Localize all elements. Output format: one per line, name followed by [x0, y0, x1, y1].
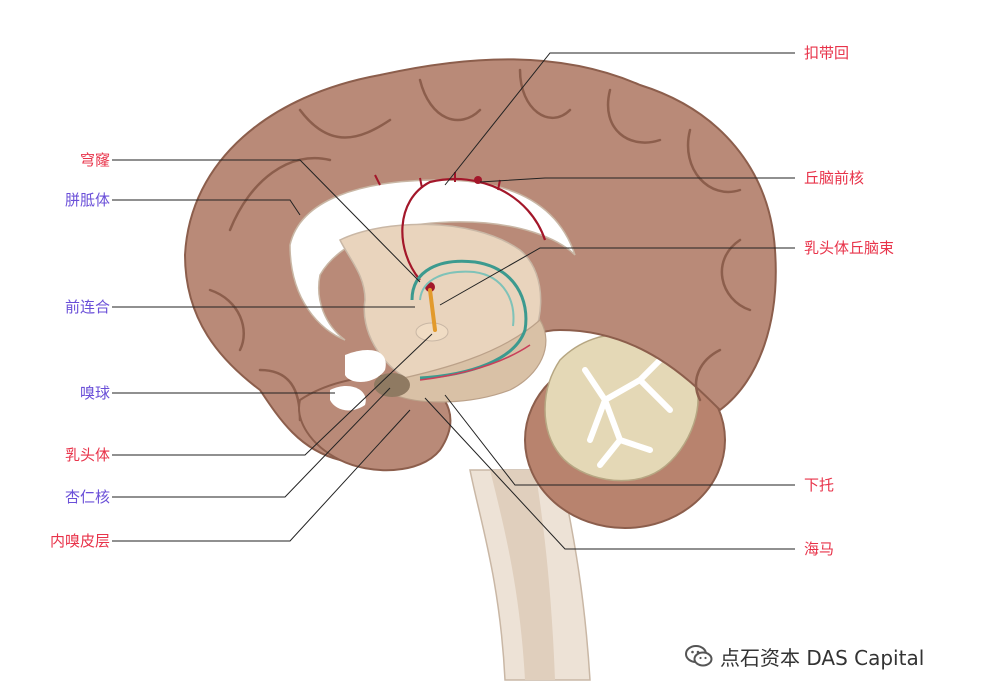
- leader-lines: [112, 52, 795, 550]
- label-amygdala: 杏仁核: [64, 488, 110, 506]
- label-mammillothalamic-tract: 乳头体丘脑束: [804, 239, 895, 257]
- label-subiculum: 下托: [804, 476, 835, 494]
- wechat-icon: [685, 645, 713, 667]
- label-cingulate-gyrus: 扣带回: [804, 44, 850, 62]
- leader-fornix: [112, 159, 421, 283]
- label-anterior-commissure: 前连合: [64, 298, 110, 316]
- watermark-text: 点石资本 DAS Capital: [720, 645, 925, 670]
- label-olfactory-bulb: 嗅球: [79, 384, 110, 402]
- mammillothalamic-tract: [428, 288, 437, 332]
- arbor-vitae-branches: [582, 357, 673, 468]
- watermark: 点石资本 DAS Capital: [684, 641, 924, 671]
- ventricle-space: [345, 350, 386, 382]
- brain-stem-inner: [490, 470, 555, 680]
- amygdala-shape: [374, 373, 410, 397]
- mammillary-shape: [415, 322, 449, 342]
- leader-mammillary: [112, 333, 433, 456]
- red-ticks: [374, 172, 501, 191]
- hippocampal-output: [419, 344, 531, 381]
- leader-anterior-thalamic: [479, 177, 795, 183]
- label-corpus-callosum: 胼胝体: [64, 191, 110, 209]
- leader-hippocampus: [424, 397, 795, 550]
- leader-mammillothalamic: [439, 247, 795, 306]
- fornix-pathway: [410, 259, 528, 380]
- label-fornix: 穹窿: [79, 151, 110, 169]
- leader-entorhinal: [112, 409, 411, 542]
- leader-cingulate: [444, 52, 795, 186]
- cingulum-pathway: [401, 177, 547, 281]
- fornix-inner: [419, 270, 515, 327]
- label-hippocampus: 海马: [804, 540, 835, 558]
- leader-amygdala: [112, 387, 391, 498]
- leader-subiculum: [444, 394, 795, 486]
- gyri-lines: [208, 68, 752, 422]
- label-anterior-thalamic-nucleus: 丘脑前核: [804, 169, 865, 187]
- anterior-thalamic-node: [474, 176, 482, 184]
- label-mammillary-body: 乳头体: [64, 446, 110, 464]
- hippocampus-shape: [394, 319, 547, 403]
- label-entorhinal-cortex: 内嗅皮层: [49, 532, 110, 550]
- leader-corpus-callosum: [112, 199, 301, 216]
- orbital-space: [330, 385, 366, 411]
- corpus-callosum: [289, 179, 576, 341]
